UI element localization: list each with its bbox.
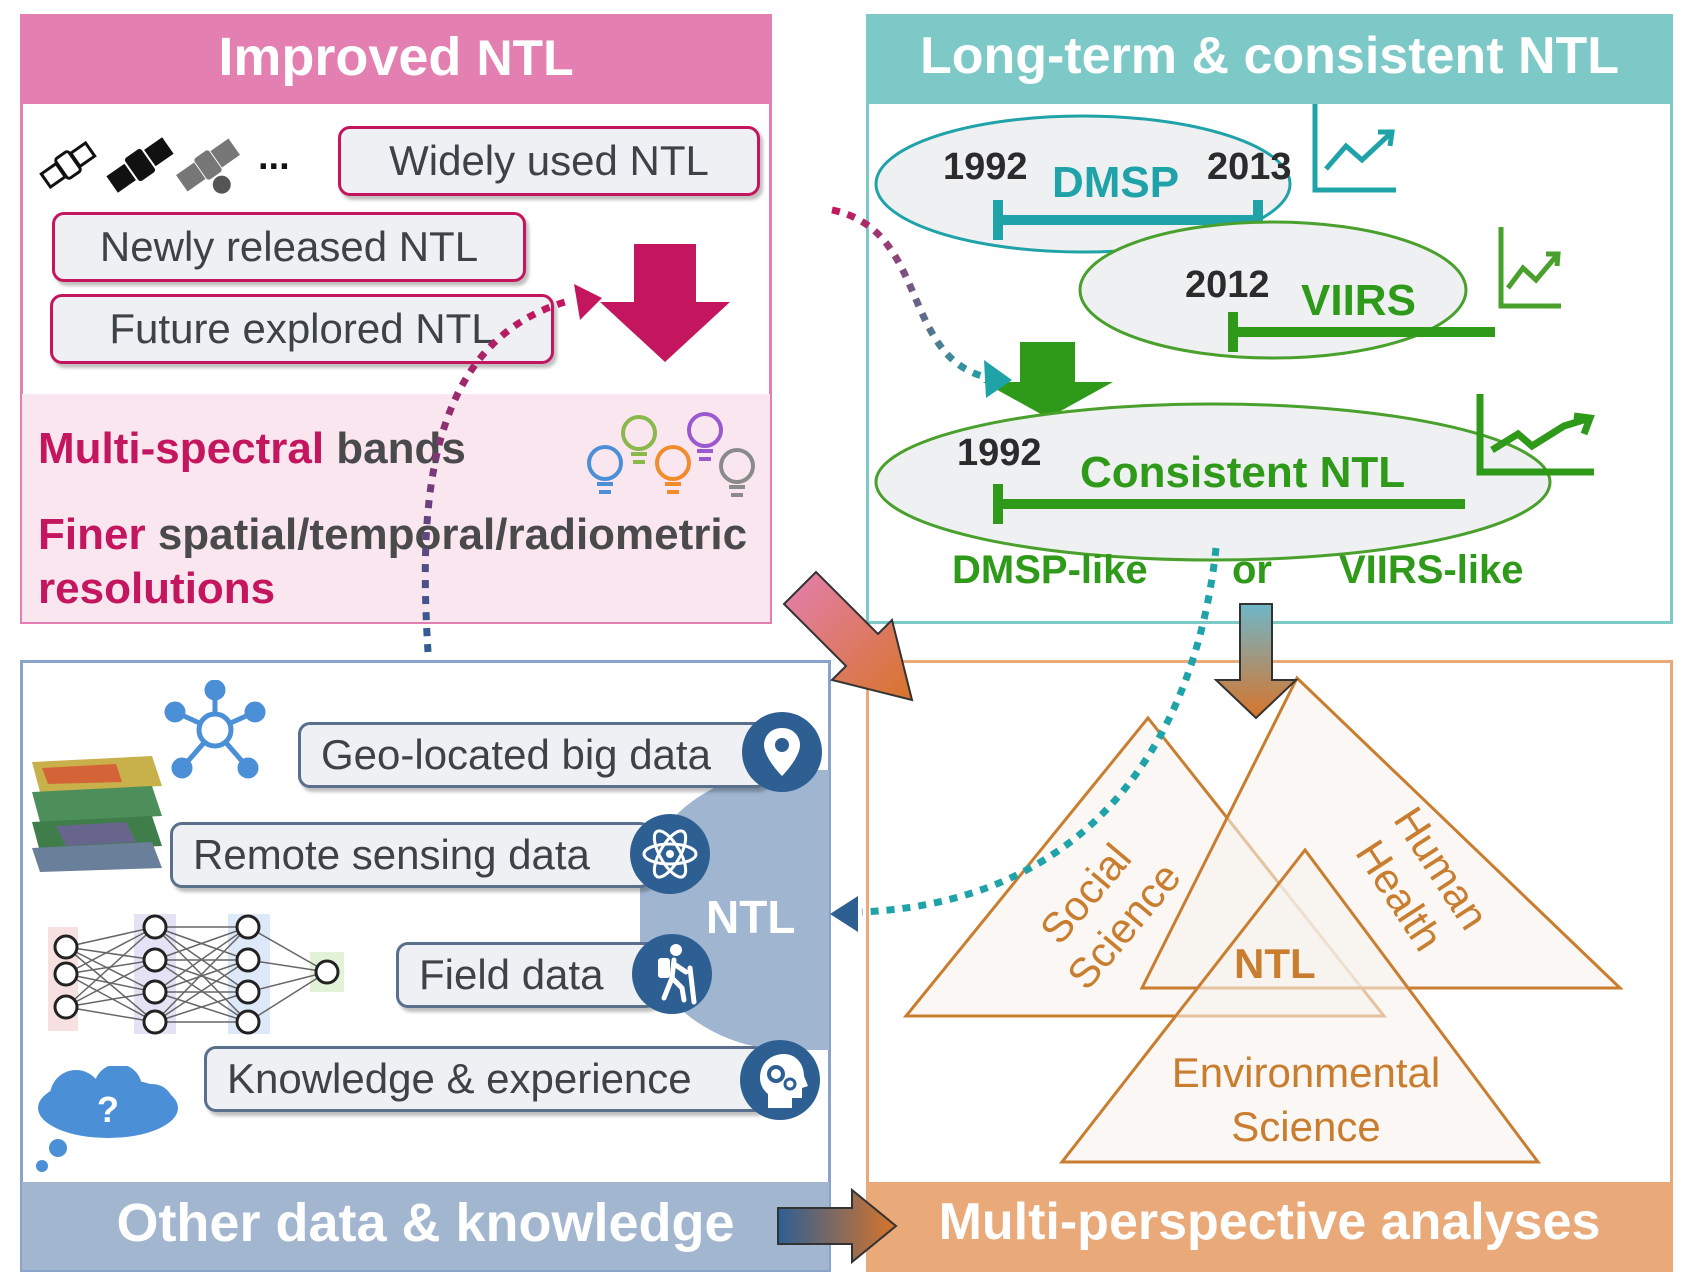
down-arrow-magenta-icon bbox=[600, 244, 730, 362]
viirs-start-year: 2012 bbox=[1185, 264, 1270, 306]
multi-perspective-header bbox=[868, 1182, 1671, 1270]
env-science-word: Science bbox=[1231, 1103, 1381, 1150]
bands-word: bands bbox=[336, 424, 466, 473]
satellite-grey-icon bbox=[176, 138, 240, 194]
consistent-start-year: 1992 bbox=[957, 432, 1042, 474]
satellite-outline-icon bbox=[39, 140, 97, 190]
light-bulbs-icon bbox=[587, 412, 755, 497]
finer-word: Finer bbox=[38, 510, 146, 559]
future-explored-ntl-pill: Future explored NTL bbox=[50, 294, 554, 364]
other-data-panel bbox=[20, 660, 831, 1272]
improved-ntl-title: Improved NTL bbox=[22, 26, 770, 88]
long-term-diagram bbox=[874, 104, 1595, 562]
resolutions-word: resolutions bbox=[38, 564, 276, 613]
blue-arrowhead-icon bbox=[830, 896, 858, 932]
teal-arrowhead-icon bbox=[984, 360, 1012, 398]
improved-ntl-header bbox=[22, 16, 770, 104]
dotted-arrow-other-to-improved bbox=[421, 296, 573, 653]
viirs-ellipse bbox=[1078, 220, 1468, 360]
geo-located-big-data-pill: Geo-located big data bbox=[298, 722, 768, 788]
satellite-solid-icon bbox=[106, 137, 174, 193]
widely-used-ntl-pill: Widely used NTL bbox=[338, 126, 760, 196]
other-data-header bbox=[22, 1182, 829, 1270]
or-label: or bbox=[1232, 548, 1272, 592]
multi-spectral-word: Multi-spectral bbox=[38, 424, 325, 473]
dmsp-like-label: DMSP-like bbox=[952, 548, 1148, 592]
down-arrow-consistent-to-analyses bbox=[1213, 603, 1299, 720]
viirs-like-label: VIIRS-like bbox=[1339, 548, 1524, 592]
improved-lower-band bbox=[22, 394, 770, 622]
trend-chart-green-icon bbox=[1498, 227, 1561, 309]
trend-chart-teal-icon bbox=[1312, 104, 1396, 193]
improved-title-word: Improved bbox=[218, 27, 462, 87]
dmsp-label: DMSP bbox=[1052, 158, 1180, 207]
satellite-icons bbox=[39, 137, 240, 194]
dmsp-start-year: 1992 bbox=[943, 146, 1028, 188]
network-icon bbox=[164, 680, 266, 779]
finer-resolutions-text: Finer spatial/temporal/radiometric resol… bbox=[38, 508, 747, 616]
long-term-header bbox=[868, 16, 1671, 104]
magenta-arrowhead-icon bbox=[574, 284, 602, 320]
environmental-science-label: Environmental Science bbox=[1136, 1046, 1476, 1154]
consistent-ellipse bbox=[874, 402, 1552, 562]
other-data-title: Other data & knowledge bbox=[116, 1193, 735, 1253]
ntl-hub-label: NTL bbox=[706, 891, 796, 943]
dotted-arrow-improved-to-consistent bbox=[831, 206, 991, 382]
map-pin-icon bbox=[742, 712, 822, 792]
raster-layers-icon bbox=[32, 756, 162, 872]
atom-icon bbox=[630, 814, 710, 894]
remote-sensing-data-pill: Remote sensing data bbox=[170, 822, 652, 888]
right-arrow-other-to-analyses bbox=[777, 1187, 898, 1265]
environmental-word: Environmental bbox=[1171, 1049, 1441, 1096]
venn-center-ntl: NTL bbox=[1234, 940, 1316, 987]
hiker-icon bbox=[632, 934, 712, 1014]
neural-network-icon bbox=[48, 914, 344, 1035]
multi-spectral-bands-text: Multi-spectral bands bbox=[38, 424, 466, 474]
multi-perspective-title: Multi-perspective analyses bbox=[938, 1193, 1601, 1251]
dotted-arrow-consistent-to-ntl bbox=[861, 547, 1220, 916]
trend-chart-consistent-icon bbox=[1476, 394, 1595, 476]
field-data-pill: Field data bbox=[396, 942, 658, 1008]
diagonal-arrow-improved-to-analyses bbox=[782, 570, 914, 702]
down-arrow-green-icon bbox=[983, 342, 1113, 418]
consistent-label: Consistent NTL bbox=[1080, 448, 1406, 497]
long-term-title: Long-term & consistent NTL bbox=[919, 27, 1620, 85]
head-gears-icon bbox=[740, 1040, 820, 1120]
improved-ntl-panel bbox=[20, 14, 772, 624]
cloud-question-icon: ? bbox=[36, 1066, 178, 1172]
venn-triangles-diagram bbox=[902, 675, 1624, 1164]
viirs-label: VIIRS bbox=[1301, 276, 1416, 325]
improved-title-ntl: NTL bbox=[476, 30, 574, 86]
cloud-question-mark: ? bbox=[97, 1089, 119, 1130]
environmental-science-triangle bbox=[1058, 847, 1541, 1164]
spatial-temporal-radiometric-word: spatial/temporal/radiometric bbox=[157, 510, 748, 559]
satellite-ellipsis: ... bbox=[258, 136, 290, 178]
dmsp-end-year: 2013 bbox=[1207, 146, 1292, 188]
newly-released-ntl-pill: Newly released NTL bbox=[52, 212, 526, 282]
